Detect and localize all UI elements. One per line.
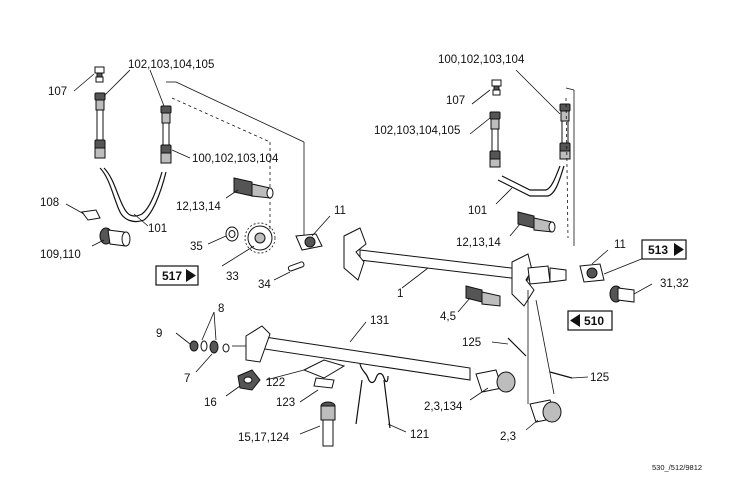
label-100-104-right: 100,102,103,104 — [438, 54, 525, 66]
label-34: 34 — [258, 279, 271, 291]
sprocket-33 — [244, 222, 276, 254]
label-131: 131 — [370, 315, 389, 327]
ref-513-label: 513 — [648, 243, 668, 257]
bracket-122 — [302, 359, 346, 389]
main-shaft-1 — [343, 227, 535, 307]
small-parts-9-8-7 — [189, 340, 230, 354]
left-pipe-101 — [99, 167, 167, 223]
drawing-reference: 530_/512/9812 — [652, 463, 702, 472]
label-123: 123 — [276, 397, 295, 409]
cotter-pins-125 — [507, 337, 573, 379]
left-bearing-flange-11 — [295, 233, 323, 251]
bolt-31 — [609, 285, 635, 303]
label-15-17-124: 15,17,124 — [238, 432, 290, 444]
left-banjo-bolt-109 — [99, 227, 131, 247]
right-dashed-guides — [565, 87, 575, 246]
right-bearing-flange-11 — [579, 263, 605, 283]
left-grease-line-outer — [94, 92, 106, 159]
right-vertical-guide — [527, 290, 555, 404]
right-pipe-101 — [497, 165, 565, 197]
shaft-spline-ends — [527, 265, 567, 285]
label-31-32: 31,32 — [660, 278, 689, 290]
label-109-110: 109,110 — [40, 249, 81, 261]
right-bushing-2-134 — [475, 369, 516, 393]
label-16: 16 — [204, 397, 217, 409]
arrow-right-icon — [674, 243, 684, 256]
label-9: 9 — [156, 328, 162, 340]
label-11-right: 11 — [614, 239, 626, 251]
label-108: 108 — [40, 197, 59, 209]
right-grease-nipple-107 — [491, 79, 502, 96]
label-8: 8 — [218, 303, 224, 315]
right-bolt-12 — [517, 211, 556, 233]
left-dashed-guides — [166, 81, 305, 236]
label-1: 1 — [397, 288, 403, 300]
bolt-4 — [465, 285, 501, 307]
label-101-right: 101 — [468, 205, 487, 217]
left-washer-35 — [225, 226, 239, 242]
arrow-right-icon — [186, 269, 196, 282]
arrow-left-icon — [570, 314, 580, 327]
label-107-right: 107 — [446, 95, 465, 107]
ref-box-517[interactable]: 517 — [155, 265, 199, 286]
left-bolt-12 — [233, 177, 274, 199]
right-grease-line-inner — [559, 103, 571, 160]
lower-shaft-131 — [232, 325, 471, 381]
label-100-104-left: 100,102,103,104 — [192, 153, 279, 165]
stud-15 — [320, 401, 336, 447]
label-125-lower: 125 — [590, 372, 609, 384]
key-34 — [287, 261, 305, 272]
left-clip-108 — [81, 209, 101, 221]
label-107-left: 107 — [48, 86, 67, 98]
label-125-upper: 125 — [462, 337, 481, 349]
label-33: 33 — [226, 271, 239, 283]
right-grease-line-outer — [489, 111, 501, 168]
right-bushing-2-3 — [529, 399, 562, 423]
label-102-105-right: 102,103,104,105 — [374, 125, 460, 137]
label-101-left: 101 — [148, 223, 167, 235]
ref-517-label: 517 — [162, 269, 182, 283]
knob-16 — [237, 369, 261, 391]
label-35: 35 — [190, 241, 203, 253]
ref-box-513[interactable]: 513 — [641, 239, 687, 260]
spring-121 — [355, 363, 391, 429]
label-2-3: 2,3 — [500, 431, 516, 443]
ref-510-label: 510 — [584, 314, 604, 328]
label-11-left: 11 — [334, 205, 346, 217]
left-grease-nipple-107 — [94, 66, 105, 83]
left-grease-line-inner — [160, 105, 172, 164]
label-122: 122 — [266, 377, 285, 389]
label-2-3-134: 2,3,134 — [424, 401, 463, 413]
label-12-14-left: 12,13,14 — [176, 201, 221, 213]
label-121: 121 — [410, 429, 429, 441]
ref-box-510[interactable]: 510 — [567, 310, 613, 331]
label-7: 7 — [184, 373, 190, 385]
leader-lines — [65, 69, 653, 435]
label-12-14-right: 12,13,14 — [456, 237, 501, 249]
label-4-5: 4,5 — [440, 311, 456, 323]
label-102-105-left: 102,103,104,105 — [128, 59, 214, 71]
